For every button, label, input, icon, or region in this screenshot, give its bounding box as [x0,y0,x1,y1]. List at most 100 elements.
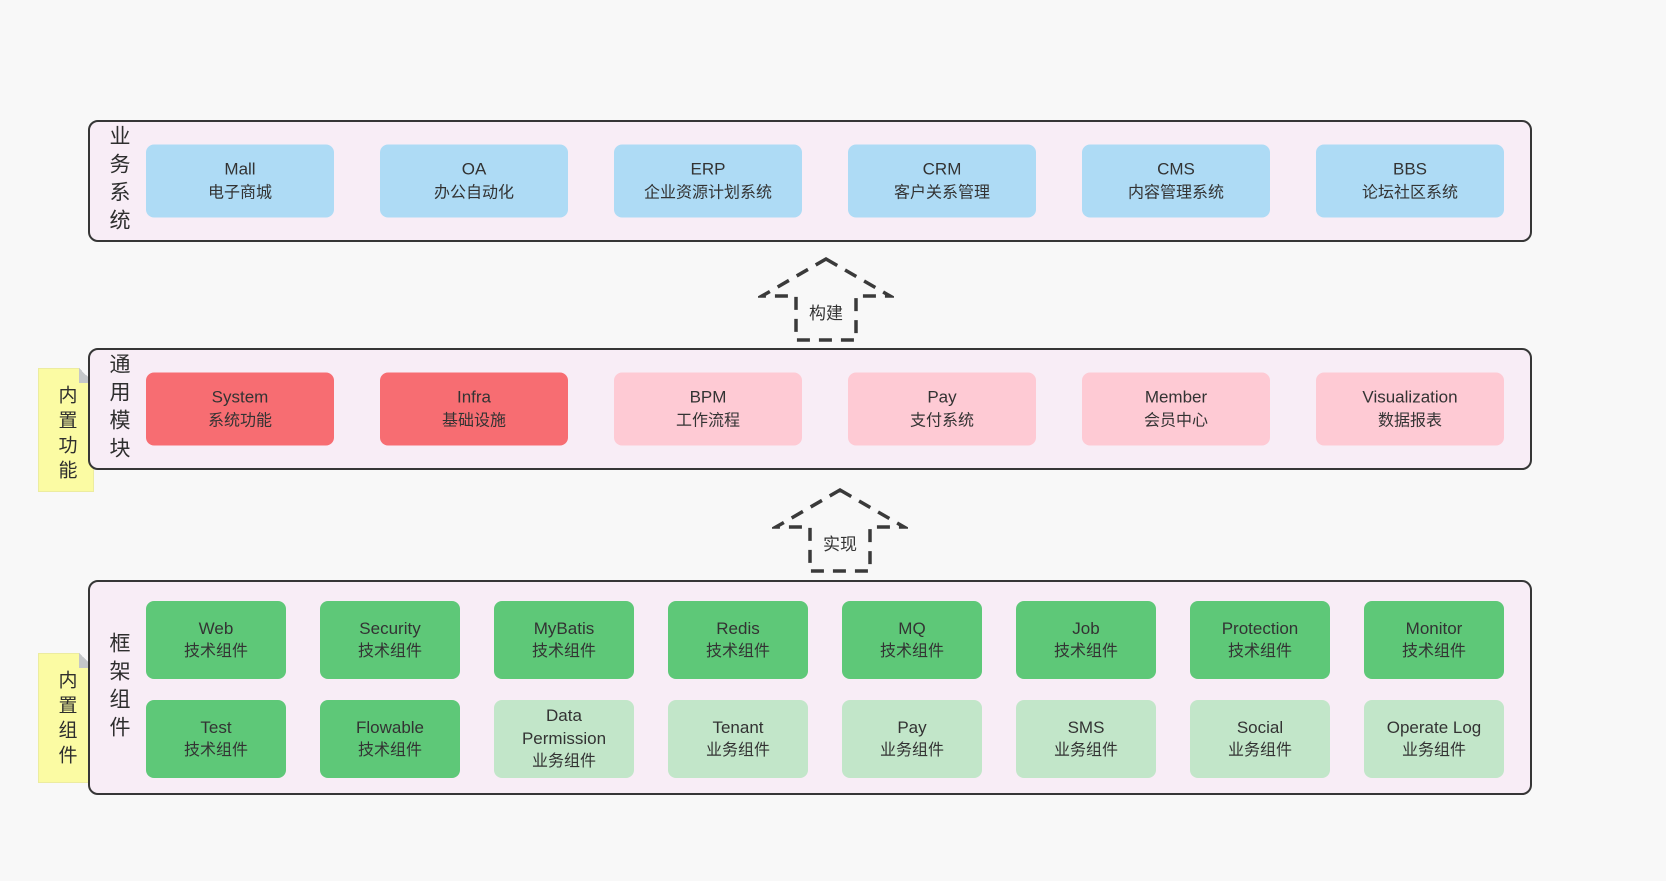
sticky-note-label: 内置功能 [55,385,77,485]
box-title: Test [200,717,232,737]
box-title: Web [198,618,234,638]
box-subtitle: 业务组件 [879,741,944,759]
box-cms: CMS 内容管理系统 [1082,144,1270,218]
box-title: System [211,387,269,407]
box-subtitle: 技术组件 [705,642,770,660]
box-erp: ERP 企业资源计划系统 [614,144,802,218]
box-infra: Infra 基础设施 [380,372,568,446]
box-subtitle: 业务组件 [705,741,770,759]
box-title: Social [1236,717,1284,737]
box-test: Test 技术组件 [146,700,286,778]
box-oa: OA 办公自动化 [380,144,568,218]
box-title: Visualization [1362,387,1458,407]
box-subtitle: 业务组件 [531,753,596,771]
box-flowable: Flowable 技术组件 [320,700,460,778]
box-title: MyBatis [533,618,595,638]
box-subtitle: 企业资源计划系统 [643,184,772,202]
box-subtitle: 论坛社区系统 [1361,184,1458,202]
layer-framework-components: 框架组件 Web 技术组件 Security 技术组件 MyBatis 技术组件… [88,580,1532,795]
box-pay-module: Pay 支付系统 [848,372,1036,446]
box-data-permission: Data Permission 业务组件 [494,700,634,778]
box-subtitle: 技术组件 [357,741,422,759]
box-subtitle: 电子商城 [207,184,272,202]
box-subtitle: 内容管理系统 [1127,184,1224,202]
box-mq: MQ 技术组件 [842,601,982,679]
box-protection: Protection 技术组件 [1190,601,1330,679]
box-visualization: Visualization 数据报表 [1316,372,1504,446]
box-system: System 系统功能 [146,372,334,446]
box-crm: CRM 客户关系管理 [848,144,1036,218]
sticky-note-built-in-components: 内置组件 [38,653,94,783]
sticky-note-label: 内置组件 [55,670,77,770]
layer-label-business-systems: 业务系统 [107,125,130,237]
box-title: Tenant [712,717,764,737]
box-subtitle: 业务组件 [1401,741,1466,759]
box-job: Job 技术组件 [1016,601,1156,679]
box-title: Data Permission [521,706,607,749]
framework-components-grid: Web 技术组件 Security 技术组件 MyBatis 技术组件 Redi… [146,601,1504,778]
box-title: Pay [927,387,957,407]
box-subtitle: 技术组件 [1053,642,1118,660]
sticky-note-built-in-features: 内置功能 [38,368,94,492]
box-security: Security 技术组件 [320,601,460,679]
build-arrow-icon: 构建 [758,256,894,344]
box-title: Job [1072,618,1100,638]
box-title: Member [1144,387,1208,407]
box-subtitle: 系统功能 [207,412,272,430]
box-member: Member 会员中心 [1082,372,1270,446]
box-title: Monitor [1405,618,1463,638]
box-title: Infra [456,387,492,407]
box-title: BPM [689,387,727,407]
box-social: Social 业务组件 [1190,700,1330,778]
box-mybatis: MyBatis 技术组件 [494,601,634,679]
box-subtitle: 技术组件 [1227,642,1292,660]
box-subtitle: 办公自动化 [433,184,514,202]
box-subtitle: 基础设施 [441,412,506,430]
box-title: Operate Log [1386,717,1482,737]
box-subtitle: 技术组件 [183,741,248,759]
box-title: ERP [690,159,726,179]
layer-label-common-modules: 通用模块 [107,353,130,465]
implement-arrow-icon: 实现 [772,487,908,575]
box-bbs: BBS 论坛社区系统 [1316,144,1504,218]
implement-arrow-label: 实现 [819,529,861,556]
layer-common-modules: 通用模块 System 系统功能 Infra 基础设施 BPM 工作流程 Pay… [88,348,1532,470]
box-operate-log: Operate Log 业务组件 [1364,700,1504,778]
layer-business-systems: 业务系统 Mall 电子商城 OA 办公自动化 ERP 企业资源计划系统 CRM… [88,120,1532,242]
box-subtitle: 技术组件 [1401,642,1466,660]
box-subtitle: 数据报表 [1377,412,1442,430]
box-subtitle: 工作流程 [675,412,740,430]
box-monitor: Monitor 技术组件 [1364,601,1504,679]
box-redis: Redis 技术组件 [668,601,808,679]
box-subtitle: 业务组件 [1227,741,1292,759]
box-mall: Mall 电子商城 [146,144,334,218]
box-subtitle: 业务组件 [1053,741,1118,759]
box-pay-component: Pay 业务组件 [842,700,982,778]
box-web: Web 技术组件 [146,601,286,679]
box-title: Security [359,618,421,638]
box-title: SMS [1067,717,1105,737]
box-subtitle: 技术组件 [531,642,596,660]
box-title: BBS [1392,159,1428,179]
box-bpm: BPM 工作流程 [614,372,802,446]
box-title: OA [461,159,487,179]
box-subtitle: 支付系统 [909,412,974,430]
box-subtitle: 技术组件 [879,642,944,660]
box-subtitle: 技术组件 [357,642,422,660]
box-subtitle: 客户关系管理 [893,184,990,202]
box-title: MQ [898,618,926,638]
box-subtitle: 技术组件 [183,642,248,660]
business-systems-row: Mall 电子商城 OA 办公自动化 ERP 企业资源计划系统 CRM 客户关系… [146,144,1504,218]
box-title: CMS [1157,159,1195,179]
box-title: Redis [716,618,760,638]
box-title: Mall [224,159,256,179]
box-tenant: Tenant 业务组件 [668,700,808,778]
build-arrow-label: 构建 [805,298,847,325]
components-row-2: Test 技术组件 Flowable 技术组件 Data Permission … [146,700,1504,778]
components-row-1: Web 技术组件 Security 技术组件 MyBatis 技术组件 Redi… [146,601,1504,679]
box-title: Flowable [355,717,425,737]
layer-label-framework-components: 框架组件 [107,631,130,744]
common-modules-row: System 系统功能 Infra 基础设施 BPM 工作流程 Pay 支付系统… [146,372,1504,446]
box-title: CRM [922,159,962,179]
box-title: Protection [1221,618,1299,638]
